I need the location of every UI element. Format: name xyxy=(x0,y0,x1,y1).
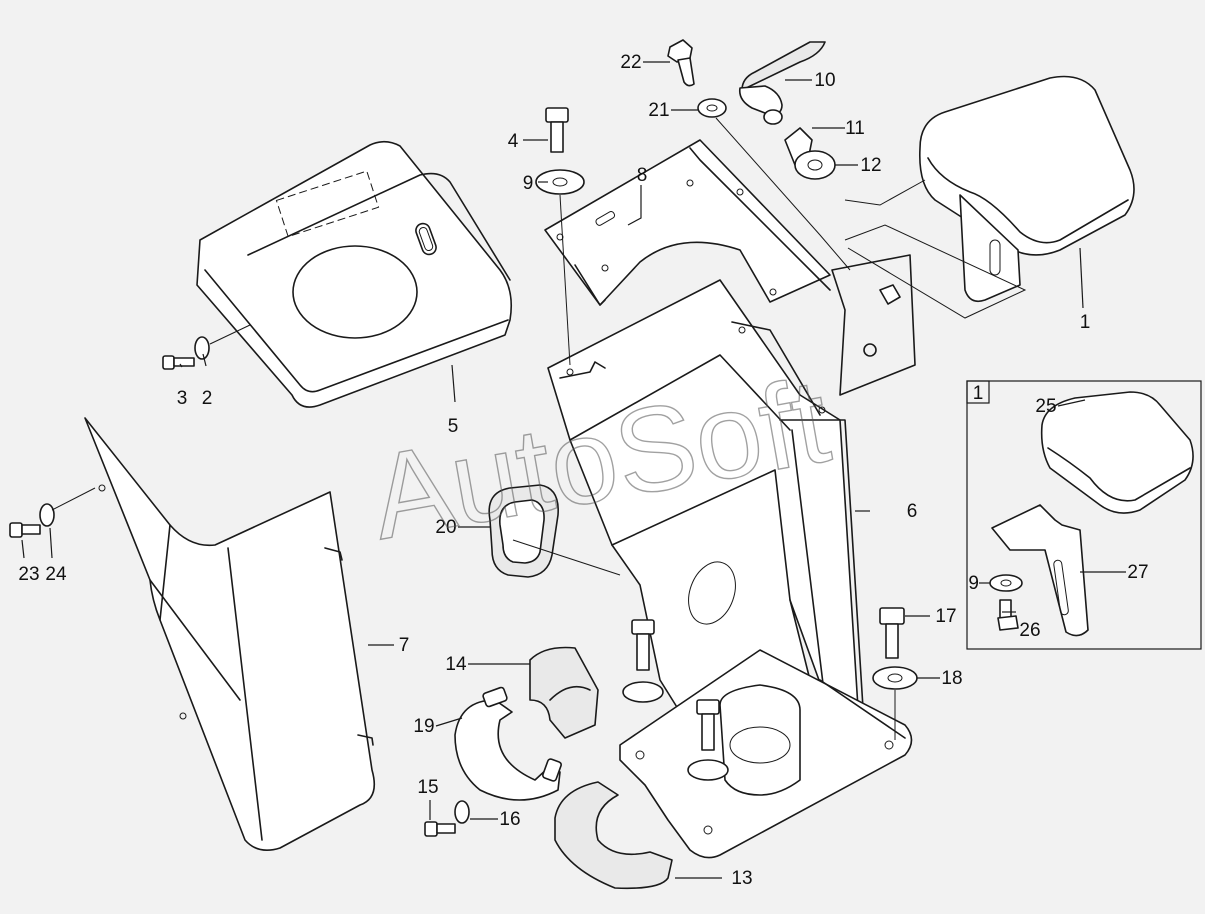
part-10-lever-handle xyxy=(738,41,826,125)
part-9-washer-inset xyxy=(989,574,1023,592)
inset-option-1: 1 xyxy=(966,380,1202,650)
part-5-top-cover xyxy=(196,140,513,408)
part-16-washer xyxy=(454,800,470,824)
callout-27: 27 xyxy=(1127,562,1148,583)
part-26-bolt xyxy=(997,599,1019,631)
part-23-bolt xyxy=(9,522,41,538)
callout-16: 16 xyxy=(499,809,520,830)
callout-25: 25 xyxy=(1035,396,1056,417)
callout-5: 5 xyxy=(448,416,459,437)
callout-4: 4 xyxy=(508,131,519,152)
callout-7: 7 xyxy=(399,635,410,656)
callout-2: 2 xyxy=(202,388,213,409)
callout-26: 26 xyxy=(1019,620,1040,641)
callout-20: 20 xyxy=(435,517,456,538)
part-8-upper-bracket xyxy=(544,139,831,306)
base-plate xyxy=(619,649,913,859)
part-24-washer xyxy=(39,503,55,527)
callout-22: 22 xyxy=(620,52,641,73)
callout-23: 23 xyxy=(18,564,39,585)
part-20-grommet xyxy=(488,484,559,578)
part-17-bolt xyxy=(879,607,905,659)
callout-17: 17 xyxy=(935,606,956,627)
callout-11: 11 xyxy=(845,118,865,139)
callout-6: 6 xyxy=(907,501,918,522)
callout-15: 15 xyxy=(417,777,438,798)
callout-13: 13 xyxy=(731,868,752,889)
part-14-clamp-pad xyxy=(529,646,599,739)
part-19-hose-clamp xyxy=(454,686,562,801)
callout-1: 1 xyxy=(1080,312,1091,333)
callout-19: 19 xyxy=(413,716,434,737)
part-9-washer xyxy=(535,169,585,195)
part-21-washer xyxy=(697,98,727,118)
callout-9: 9 xyxy=(523,173,534,194)
part-7-lower-cover xyxy=(84,417,376,851)
part-12-washer-bushing xyxy=(794,150,836,180)
part-13-bottom-pad xyxy=(554,781,673,890)
frame-bolt xyxy=(622,619,729,781)
part-27-bracket xyxy=(991,504,1089,637)
part-22-bolt xyxy=(667,39,695,87)
part-4-bolt xyxy=(545,107,569,153)
callout-labels: 1 2 3 4 5 6 7 8 9 10 11 12 13 14 15 16 1… xyxy=(18,52,1148,889)
callout-10: 10 xyxy=(814,70,835,91)
callout-3: 3 xyxy=(177,388,188,409)
callout-14: 14 xyxy=(445,654,467,675)
callout-21: 21 xyxy=(648,100,669,121)
part-25-cushion xyxy=(1040,391,1194,514)
callout-24: 24 xyxy=(45,564,67,585)
part-18-washer xyxy=(872,666,918,690)
callout-12: 12 xyxy=(860,155,881,176)
part-1-cushion xyxy=(918,75,1135,303)
callout-18: 18 xyxy=(941,668,962,689)
part-15-bolt xyxy=(424,821,456,837)
part-3-bolt xyxy=(162,355,195,370)
part-2-washer xyxy=(194,336,210,360)
leader-lines xyxy=(21,61,1126,879)
callout-8: 8 xyxy=(637,165,648,186)
inset-label: 1 xyxy=(973,383,984,404)
callout-9-inset: 9 xyxy=(968,573,979,594)
